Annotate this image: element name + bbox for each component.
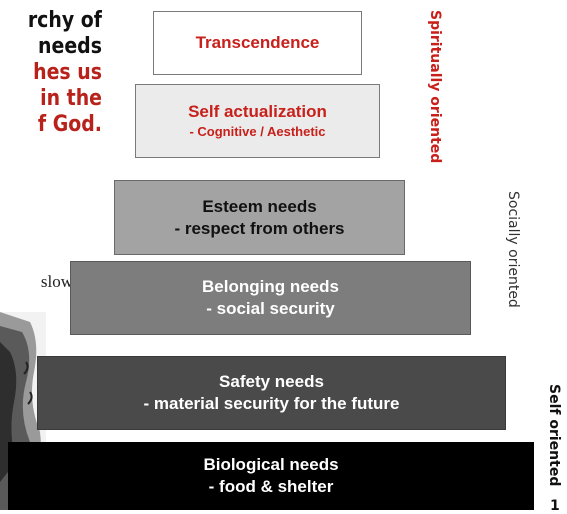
slide-title: rchy of needs hes us in the f God.	[14, 8, 102, 138]
title-line-1: rchy of	[27, 8, 102, 33]
esteem-level: Esteem needs - respect from others	[114, 180, 405, 255]
transcendence-level: Transcendence	[153, 11, 362, 75]
self-actualization-sub: - Cognitive / Aesthetic	[189, 124, 326, 139]
title-line-4: in the	[40, 86, 102, 111]
title-line-5: f God.	[37, 112, 102, 137]
author-name: slow	[40, 272, 73, 291]
safety-sub: - material security for the future	[143, 394, 400, 413]
biological-level: Biological needs - food & shelter	[8, 442, 534, 510]
page-number: 1	[550, 498, 560, 514]
esteem-label: Esteem needs	[202, 196, 317, 216]
belonging-level: Belonging needs - social security	[70, 261, 471, 335]
esteem-sub: - respect from others	[174, 218, 345, 238]
title-line-2: needs	[38, 34, 102, 59]
safety-level: Safety needs - material security for the…	[37, 356, 506, 430]
transcendence-label: Transcendence	[195, 33, 320, 52]
safety-label: Safety needs	[219, 372, 324, 391]
belonging-sub: - social security	[206, 299, 335, 318]
socially-oriented-label: Socially oriented	[505, 191, 521, 308]
belonging-label: Belonging needs	[202, 277, 339, 296]
biological-label: Biological needs	[203, 455, 339, 474]
biological-sub: - food & shelter	[208, 477, 334, 496]
self-actualization-level: Self actualization - Cognitive / Aesthet…	[135, 84, 380, 158]
title-line-3: hes us	[33, 60, 102, 85]
self-actualization-label: Self actualization	[188, 102, 327, 121]
self-oriented-label: Self oriented	[546, 384, 562, 487]
spiritually-oriented-label: Spiritually oriented	[427, 10, 443, 164]
